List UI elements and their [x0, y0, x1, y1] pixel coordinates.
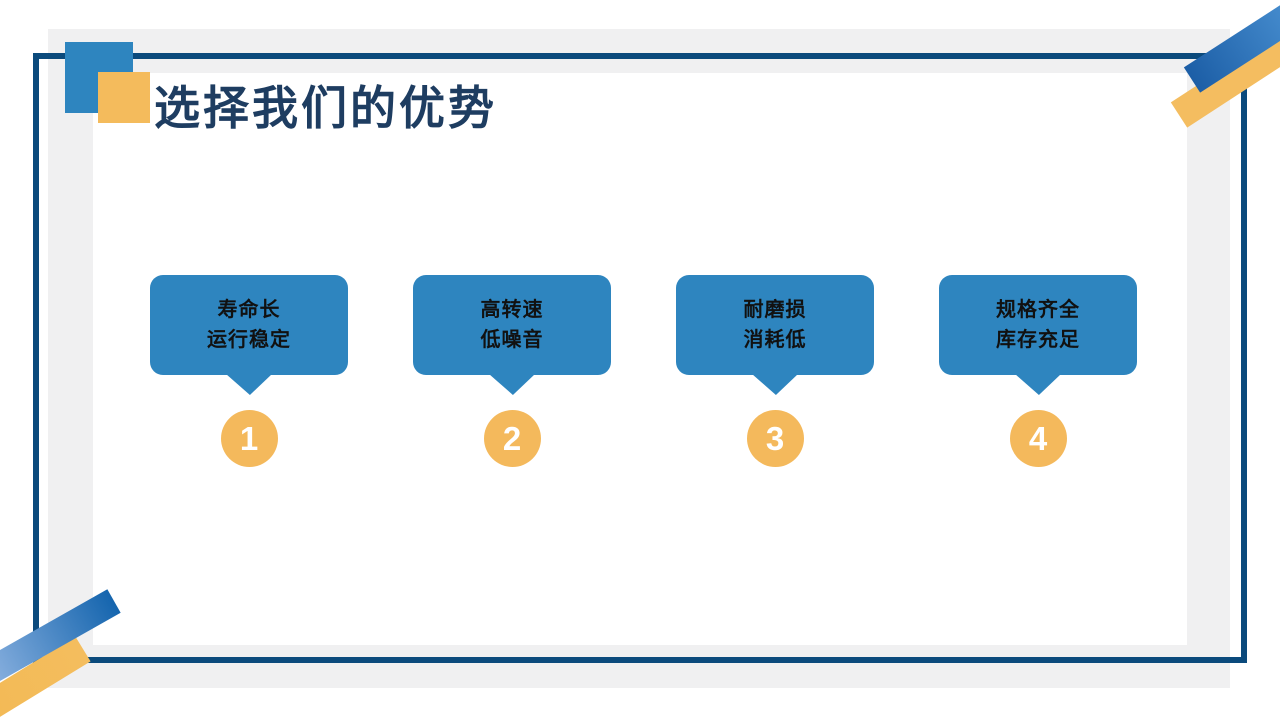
- number-badge: 2: [483, 410, 541, 467]
- advantage-line-2: 库存充足: [996, 329, 1080, 351]
- advantage-line-2: 运行稳定: [207, 329, 291, 351]
- advantage-line-1: 耐磨损: [743, 299, 807, 321]
- advantage-line-2: 低噪音: [480, 329, 544, 351]
- advantage-card-1: 寿命长 运行稳定 1: [150, 275, 348, 467]
- advantage-line-1: 规格齐全: [996, 299, 1080, 321]
- speech-bubble-tail: [1015, 374, 1061, 395]
- advantage-line-2: 消耗低: [743, 329, 807, 351]
- advantage-card-4: 规格齐全 库存充足 4: [939, 275, 1137, 467]
- speech-bubble: 规格齐全 库存充足: [939, 275, 1137, 375]
- advantage-line-1: 寿命长: [217, 299, 281, 321]
- number-badge: 3: [746, 410, 804, 467]
- advantage-card-2: 高转速 低噪音 2: [413, 275, 611, 467]
- number-badge: 1: [220, 410, 278, 467]
- advantage-card-3: 耐磨损 消耗低 3: [676, 275, 874, 467]
- speech-bubble: 寿命长 运行稳定: [150, 275, 348, 375]
- advantage-cards-row: 寿命长 运行稳定 1 高转速 低噪音 2 耐磨损 消耗低 3 规格齐全: [150, 275, 1137, 467]
- number-badge: 4: [1009, 410, 1067, 467]
- speech-bubble-tail: [752, 374, 798, 395]
- speech-bubble: 高转速 低噪音: [413, 275, 611, 375]
- advantage-line-1: 高转速: [480, 299, 544, 321]
- yellow-accent-square: [98, 72, 150, 123]
- speech-bubble-tail: [489, 374, 535, 395]
- speech-bubble-tail: [226, 374, 272, 395]
- page-title: 选择我们的优势: [154, 82, 497, 134]
- navy-border-frame: [33, 53, 1247, 663]
- speech-bubble: 耐磨损 消耗低: [676, 275, 874, 375]
